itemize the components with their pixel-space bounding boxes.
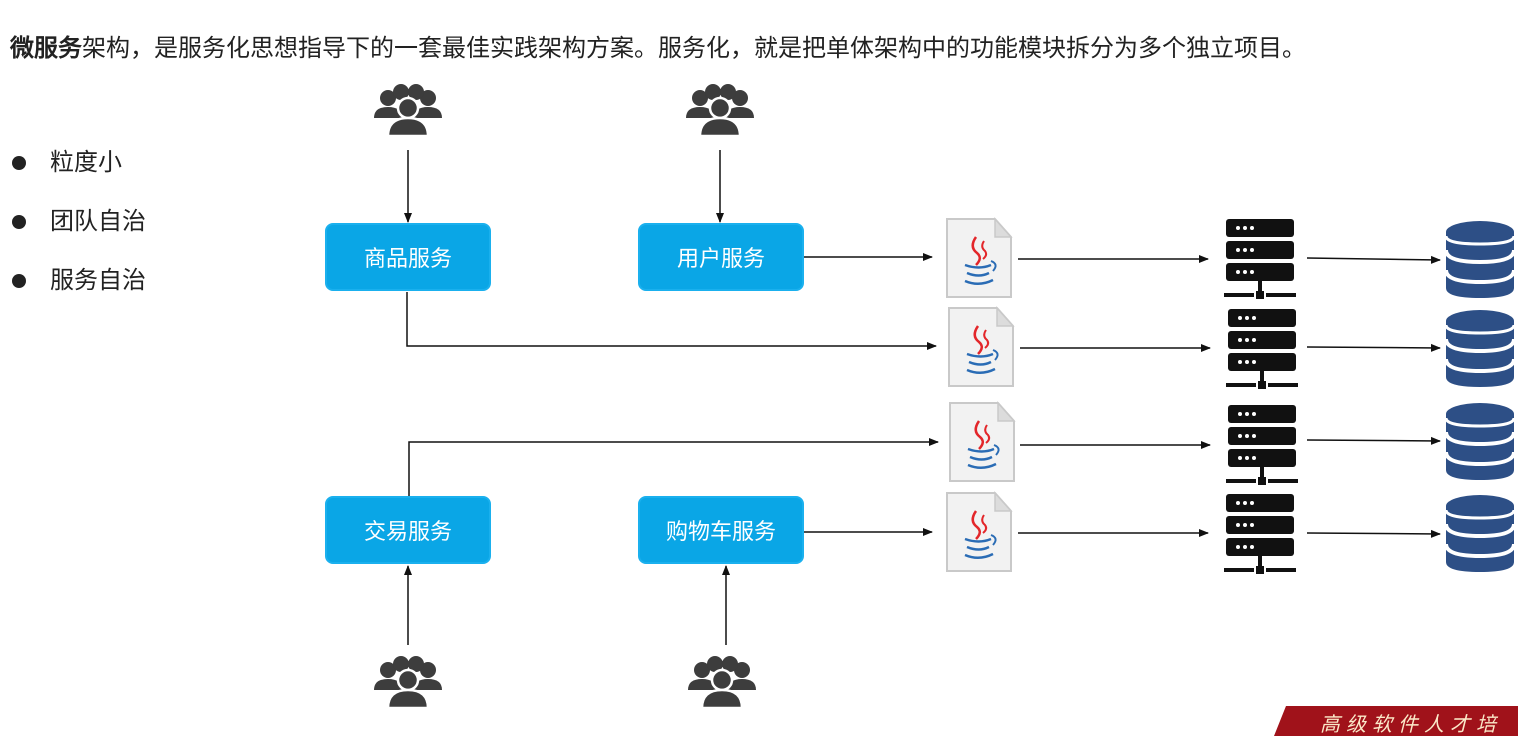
arrow-product-to-app <box>406 292 937 350</box>
bullet-icon <box>12 215 26 229</box>
java-app-icon <box>945 491 1013 573</box>
java-app-icon <box>948 401 1016 483</box>
users-group-icon <box>372 82 444 138</box>
database-icon <box>1444 219 1516 300</box>
service-box-product: 商品服务 <box>325 223 491 291</box>
java-app-icon <box>945 217 1013 299</box>
database-icon <box>1444 401 1516 482</box>
java-app-icon <box>947 306 1015 388</box>
list-item-label: 团队自治 <box>50 207 146 235</box>
server-rack-icon <box>1224 219 1296 299</box>
service-box-user: 用户服务 <box>638 223 804 291</box>
list-item-label: 服务自治 <box>50 266 146 294</box>
server-rack-icon <box>1224 494 1296 574</box>
database-icon <box>1444 308 1516 389</box>
intro-text: 架构，是服务化思想指导下的一套最佳实践架构方案。服务化，就是把单体架构中的功能模… <box>82 34 1306 62</box>
brand-banner: 高级软件人才培 <box>1274 706 1518 736</box>
users-group-icon <box>372 654 444 710</box>
users-group-icon <box>684 82 756 138</box>
server-rack-icon <box>1226 309 1298 389</box>
arrow-server-to-db <box>1306 255 1441 264</box>
service-label: 交易服务 <box>363 520 452 545</box>
list-item-label: 粒度小 <box>50 148 122 176</box>
service-box-cart: 购物车服务 <box>638 496 804 564</box>
arrow-trade-to-app <box>408 438 939 496</box>
users-group-icon <box>686 654 758 710</box>
service-box-trade: 交易服务 <box>325 496 491 564</box>
bullet-icon <box>12 274 26 288</box>
list-item: 粒度小 <box>10 134 146 193</box>
database-icon <box>1444 493 1516 574</box>
server-rack-icon <box>1226 405 1298 485</box>
feature-list: 粒度小 团队自治 服务自治 <box>10 134 146 311</box>
service-label: 商品服务 <box>363 247 452 272</box>
arrow-server-to-db <box>1306 529 1441 538</box>
banner-text: 高级软件人才培 <box>1320 712 1502 736</box>
arrow-server-to-db <box>1306 343 1441 352</box>
intro-paragraph: 微服务架构，是服务化思想指导下的一套最佳实践架构方案。服务化，就是把单体架构中的… <box>10 20 1500 76</box>
arrow-server-to-db <box>1306 436 1441 445</box>
intro-bold-term: 微服务 <box>10 34 82 62</box>
service-label: 购物车服务 <box>665 520 776 545</box>
list-item: 服务自治 <box>10 252 146 311</box>
bullet-icon <box>12 156 26 170</box>
list-item: 团队自治 <box>10 193 146 252</box>
service-label: 用户服务 <box>676 247 765 272</box>
